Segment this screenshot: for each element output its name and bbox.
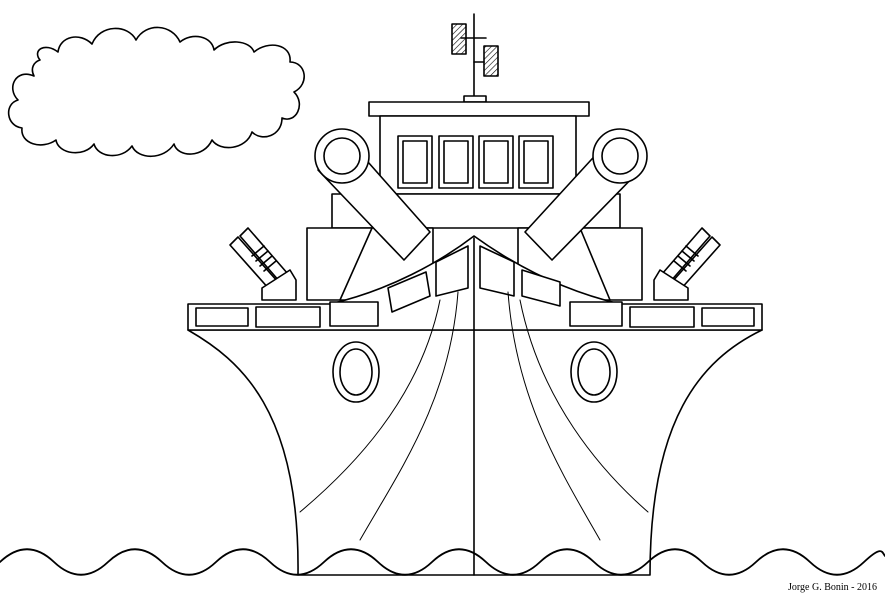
hull xyxy=(187,329,763,576)
left-porthole xyxy=(332,341,380,403)
mast xyxy=(451,13,499,103)
left-main-gun xyxy=(314,128,431,261)
waves xyxy=(0,548,885,576)
hull-lines xyxy=(299,291,649,541)
left-side-gun xyxy=(229,227,297,301)
right-side-gun xyxy=(653,227,721,301)
artist-credit: Jorge G. Bonin - 2016 xyxy=(788,582,877,593)
deck-rail xyxy=(187,235,763,576)
right-porthole xyxy=(570,341,618,403)
right-main-gun xyxy=(524,128,648,261)
cloud xyxy=(7,26,305,158)
